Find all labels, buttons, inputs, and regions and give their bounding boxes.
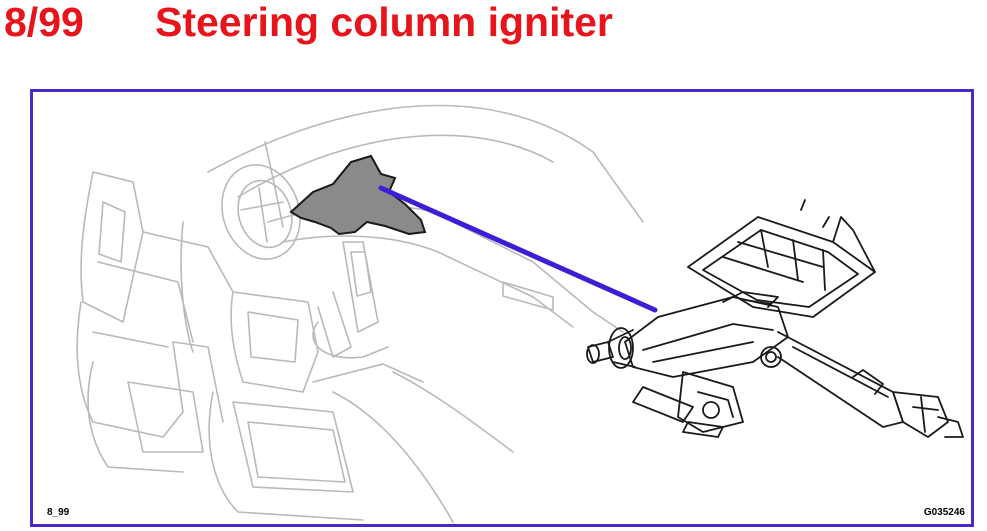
diagram-illustration	[76, 104, 964, 523]
page-number: 8/99	[4, 0, 84, 45]
pointer-line	[378, 185, 658, 313]
steering-column-drawing	[586, 199, 964, 438]
figure-ref-left: 8_99	[47, 507, 70, 518]
highlighted-column-area	[289, 154, 427, 236]
diagram-frame: 8_99 G035246	[30, 89, 974, 527]
page-title: Steering column igniter	[155, 0, 613, 45]
figure-ref-right: G035246	[923, 507, 965, 518]
